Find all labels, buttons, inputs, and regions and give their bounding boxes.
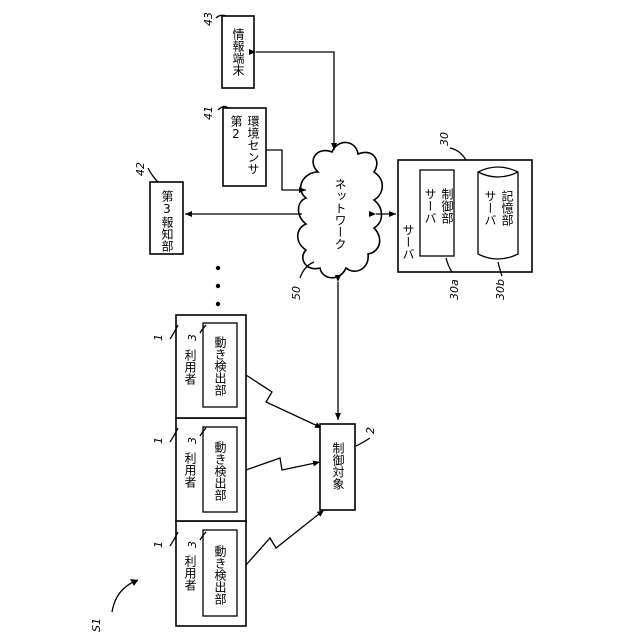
ellipsis-dot (216, 284, 220, 288)
motion-detector-label: 動き検出部 (213, 336, 227, 396)
server-storage-ref: 30b (494, 279, 507, 300)
server-storage-line1: サーバ (483, 190, 497, 226)
motion-detector-label: 動き検出部 (213, 545, 227, 605)
user-label: 利用者 (183, 555, 197, 592)
information-terminal: 情報端末 43 (202, 12, 254, 88)
server-control-line1: サーバ (423, 188, 437, 224)
notify-unit: 第3報知部 42 (134, 162, 183, 254)
server-ref: 30 (438, 132, 451, 146)
server-control-line2: 制御部 (440, 188, 454, 224)
ellipsis-dot (216, 302, 220, 306)
wireless-link-2 (246, 458, 320, 470)
user-label: 利用者 (183, 452, 197, 489)
notify-ref-leader (148, 168, 158, 182)
sensor-line1: 第2 (229, 115, 243, 141)
system-ref: S1 (90, 618, 103, 632)
motion-detector-label: 動き検出部 (213, 441, 227, 501)
network-cloud: ネットワーク 50 (290, 142, 382, 300)
user-ref: 1 (152, 437, 165, 444)
user-ref: 1 (152, 334, 165, 341)
detector-ref: 3 (186, 334, 199, 341)
notify-label: 第3報知部 (160, 190, 174, 252)
control-target: 制御対象 2 (320, 424, 377, 510)
user-label: 利用者 (183, 349, 197, 386)
user-ref: 1 (152, 541, 165, 548)
user-3: 利用者 動き検出部 1 3 (152, 315, 246, 418)
detector-ref: 3 (186, 437, 199, 444)
server-ref-leader (450, 148, 466, 160)
sensor-network-link (266, 150, 306, 190)
terminal-network-link (256, 52, 334, 150)
control-target-ref-leader (356, 438, 370, 446)
network-ref: 50 (290, 286, 303, 300)
sensor-ref: 41 (202, 106, 215, 120)
wireless-link-1 (246, 510, 324, 565)
user-1: 利用者 動き検出部 1 3 (152, 521, 246, 626)
network-label: ネットワーク (333, 178, 347, 250)
detector-ref: 3 (186, 541, 199, 548)
server-label: サーバ (401, 224, 415, 260)
ellipsis-dot (216, 266, 220, 270)
sensor-line2: 環境センサ (246, 115, 260, 175)
control-target-ref: 2 (364, 427, 377, 434)
notify-ref: 42 (134, 162, 147, 176)
control-target-label: 制御対象 (331, 442, 345, 490)
server-control-ref: 30a (448, 279, 461, 300)
server: サーバ 30 サーバ 制御部 30a サーバ 記憶部 30b (398, 132, 532, 300)
terminal-label: 情報端末 (231, 28, 245, 76)
server-storage-line2: 記憶部 (500, 189, 514, 226)
terminal-ref: 43 (202, 12, 215, 26)
user-2: 利用者 動き検出部 1 3 (152, 418, 246, 521)
wireless-link-3 (246, 375, 322, 428)
environment-sensor: 第2 環境センサ 41 (202, 106, 266, 186)
